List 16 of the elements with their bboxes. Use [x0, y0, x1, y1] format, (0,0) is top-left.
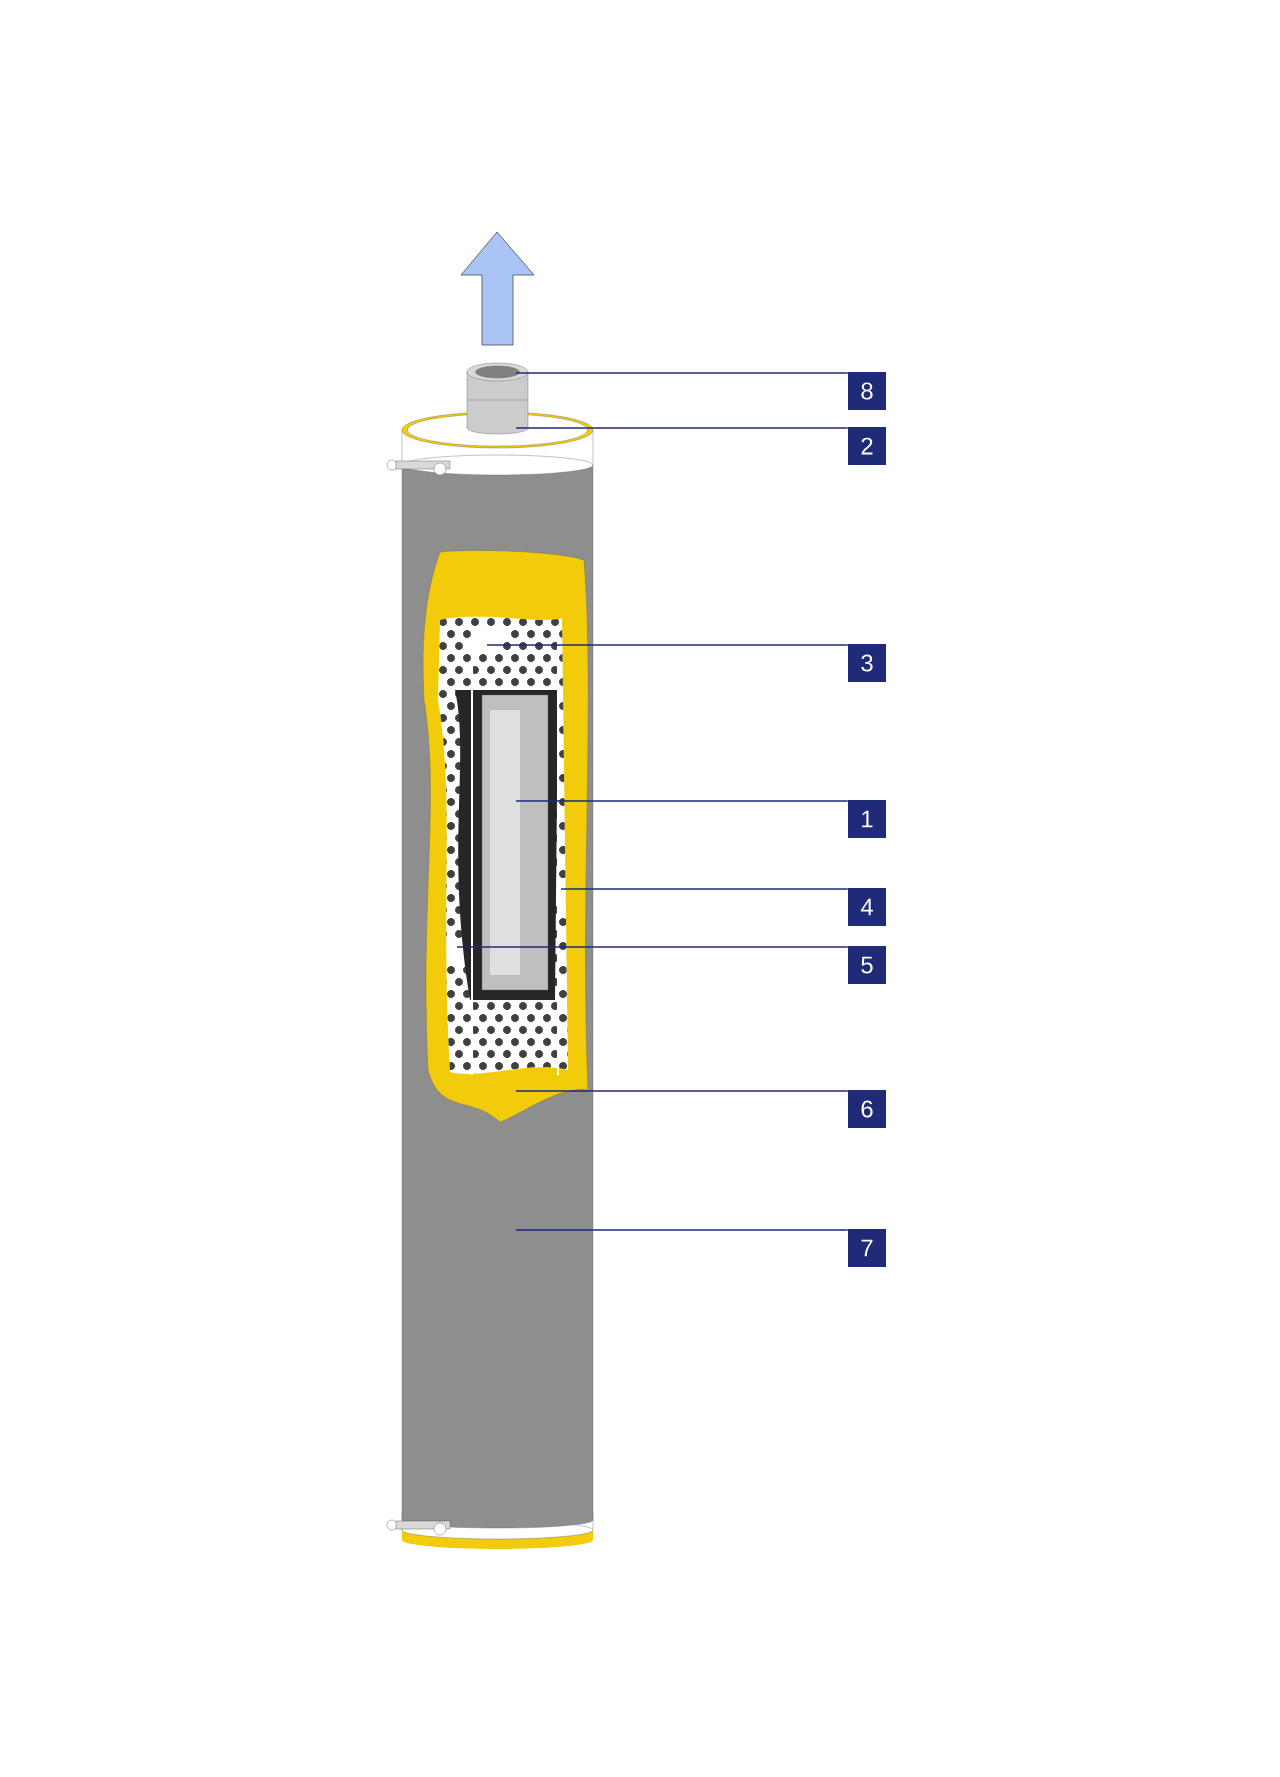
leader-line — [515, 1090, 849, 1092]
callout-number: 2 — [848, 427, 886, 465]
leader-line — [515, 1229, 849, 1231]
leader-line — [515, 800, 849, 802]
leader-line — [456, 946, 849, 948]
callout-number: 7 — [848, 1229, 886, 1267]
callout-number: 5 — [848, 946, 886, 984]
callout-number: 4 — [848, 888, 886, 926]
leader-line — [515, 427, 849, 429]
leader-line — [515, 372, 849, 374]
callout-number: 1 — [848, 800, 886, 838]
callout-number: 3 — [848, 644, 886, 682]
callout-number: 8 — [848, 372, 886, 410]
callout-number: 6 — [848, 1090, 886, 1128]
leader-line — [486, 644, 849, 646]
leader-line — [560, 888, 849, 890]
